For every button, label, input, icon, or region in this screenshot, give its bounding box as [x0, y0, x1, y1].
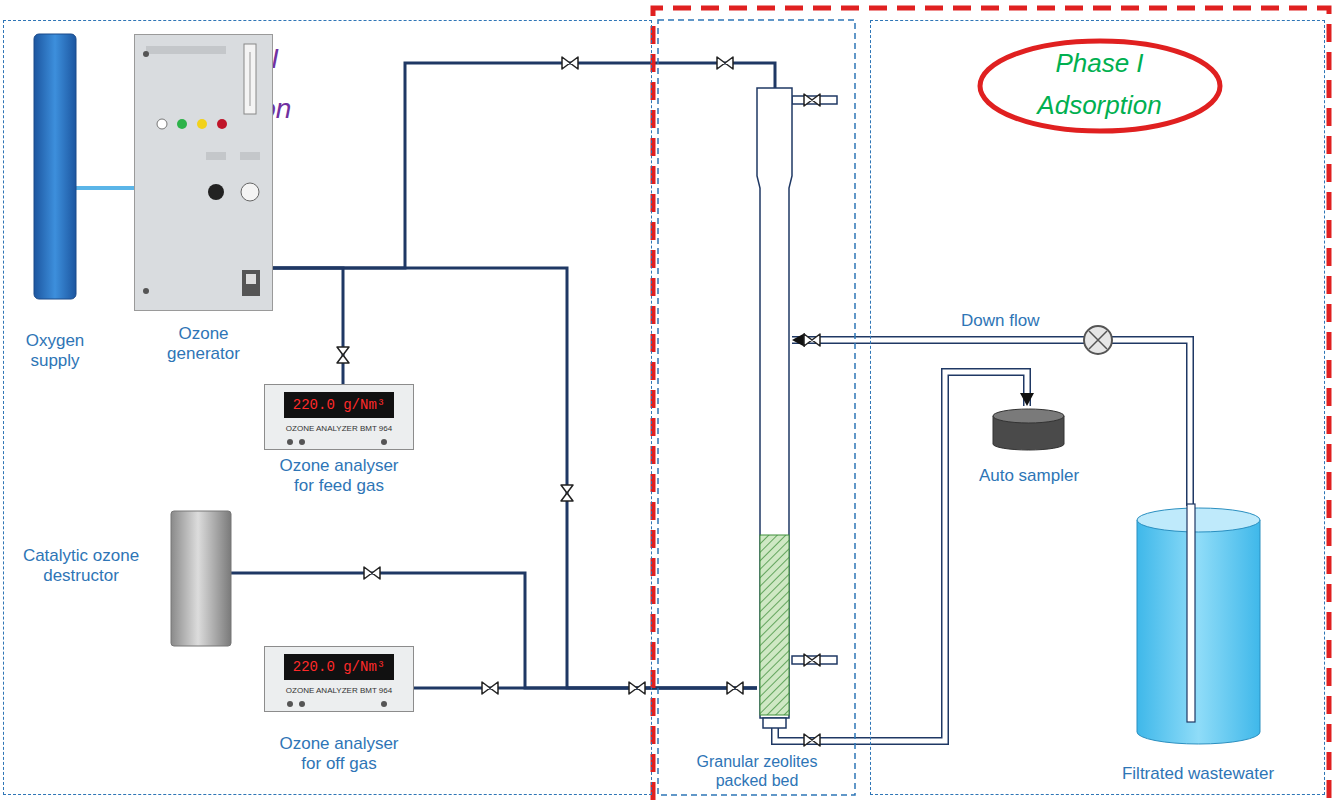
gas-line	[273, 268, 343, 384]
valve	[804, 734, 820, 746]
liquid-pipe-wall	[775, 372, 1027, 741]
valve	[804, 334, 820, 346]
equipment-label: Filtrated wastewater	[1088, 764, 1308, 784]
pump	[1084, 326, 1112, 354]
liquid-pipe-wall	[792, 340, 1190, 506]
ozone-analyser: 220.0 g/Nm³OZONE ANALYZER BMT 964Ozone a…	[264, 646, 414, 712]
device-nameplate: OZONE ANALYZER BMT 964	[269, 686, 409, 696]
phase-boundary	[653, 8, 1329, 800]
valve	[804, 654, 820, 666]
valve	[561, 485, 573, 501]
valve	[629, 682, 645, 694]
packed-column: Granular zeolites packed bed	[757, 88, 792, 728]
pipe-connector	[273, 268, 343, 384]
flow-label: Down flow	[958, 311, 1042, 331]
pipe-connector	[792, 333, 1190, 506]
ozone-analyser: 220.0 g/Nm³OZONE ANALYZER BMT 964Ozone a…	[264, 384, 414, 450]
display-reading: 220.0 g/Nm³	[284, 392, 394, 418]
column-stub	[792, 96, 837, 664]
highlight-ellipse	[980, 41, 1220, 131]
equipment-label: Ozone analyser for off gas	[274, 734, 404, 775]
auto-sampler-shape	[991, 406, 1066, 451]
equipment-label: Granular zeolites packed bed	[682, 752, 832, 790]
valve	[337, 347, 349, 363]
ozone-generator: Ozone generator	[134, 34, 273, 311]
device-nameplate: OZONE ANALYZER BMT 964	[269, 424, 409, 434]
liquid-pipe-bore	[775, 372, 1027, 741]
equipment-label: Oxygen supply	[9, 331, 101, 372]
valve	[727, 682, 743, 694]
arrow-head	[792, 333, 805, 347]
equipment-label: Auto sampler	[959, 466, 1099, 486]
packed-column-shape	[757, 88, 792, 728]
ozone-destructor-shape	[171, 511, 231, 646]
ozone-destructor: Catalytic ozone destructor	[171, 511, 231, 646]
pipe-connector	[76, 188, 134, 189]
gas-line	[273, 268, 757, 688]
gas-cylinder: Oxygen supply	[34, 34, 76, 299]
pipe-connector	[273, 268, 757, 688]
phase-region: Phase I AdsorptionAuto samplerFiltrated w…	[870, 20, 1325, 795]
ozone-generator-shape	[134, 34, 273, 311]
oxygen-line	[76, 186, 134, 190]
column-region	[658, 20, 855, 795]
liquid-pipe-bore	[792, 340, 1190, 506]
valve	[804, 94, 820, 106]
pipe-connector	[273, 63, 775, 268]
phase-region: Phase IIOzonationOxygen supplyOzone gene…	[3, 20, 652, 795]
equipment-label: Ozone generator	[146, 324, 261, 365]
gas-line	[273, 63, 775, 268]
wastewater-tank-shape	[1136, 506, 1261, 746]
display-reading: 220.0 g/Nm³	[284, 654, 394, 680]
valve	[364, 567, 380, 579]
valve	[482, 682, 498, 694]
auto-sampler: Auto sampler	[991, 406, 1066, 451]
valve	[717, 57, 733, 69]
arrow-head	[1020, 393, 1034, 406]
equipment-label: Ozone analyser for feed gas	[274, 456, 404, 497]
wastewater-tank: Filtrated wastewater	[1136, 506, 1261, 746]
valve	[562, 57, 578, 69]
equipment-label: Catalytic ozone destructor	[6, 546, 156, 587]
phase-subtitle: Adsorption	[990, 90, 1210, 121]
pipe-connector	[231, 573, 757, 688]
gas-line	[231, 573, 757, 688]
gas-cylinder-shape	[34, 34, 76, 299]
phase-title: Phase I	[990, 48, 1210, 79]
